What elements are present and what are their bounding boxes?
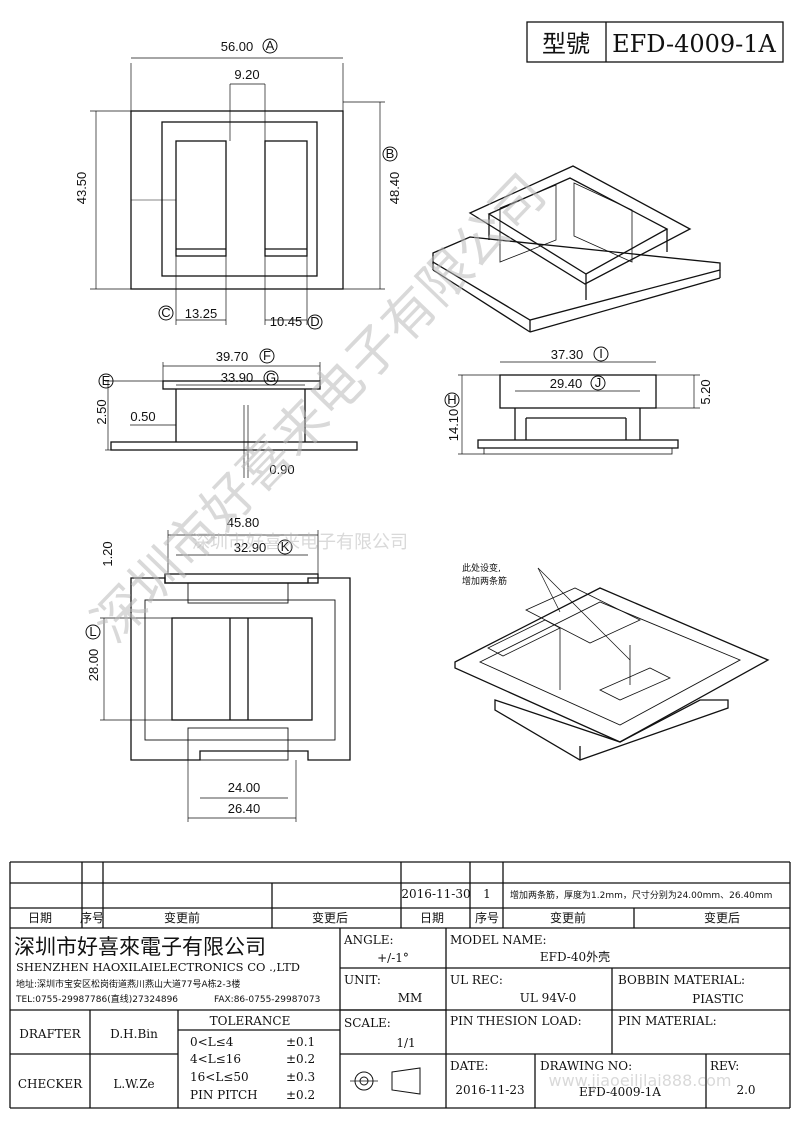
angle-value: +/-1°: [377, 951, 409, 965]
hdr-date-2: 日期: [420, 911, 444, 925]
dim-10: 10.45: [270, 314, 303, 329]
drafter-label: DRAFTER: [19, 1027, 81, 1041]
scale-label: SCALE:: [344, 1016, 391, 1030]
dim-26: 26.40: [228, 801, 261, 816]
hdr-no-1: 序号: [80, 910, 104, 925]
dim-9: 9.20: [234, 67, 259, 82]
mark-b: B: [386, 146, 395, 161]
company-address: 地址:深圳市宝安区松岗街道燕川燕山大道77号A栋2-3楼: [16, 978, 240, 990]
iso-note-line1: 此处设变,: [462, 562, 501, 574]
rev-value: 2.0: [736, 1083, 755, 1097]
dim-2: 2.50: [94, 399, 109, 424]
dim-37: 37.30: [551, 347, 584, 362]
hdr-no-2: 序号: [475, 910, 499, 925]
dim-09: 0.90: [269, 462, 294, 477]
tol-range-0: 0<L≤4: [190, 1035, 234, 1049]
watermark-center: 深圳市好喜来电子有限公司: [192, 532, 408, 553]
hdr-date-1: 日期: [28, 911, 52, 925]
company-name-cn: 深圳市好喜來電子有限公司: [14, 935, 266, 959]
mark-c: C: [161, 305, 170, 320]
mark-j: J: [595, 375, 602, 390]
rev-change: 增加两条筋，厚度为1.2mm，尺寸分别为24.00mm、26.40mm: [510, 889, 772, 901]
mark-l: L: [89, 624, 96, 639]
ul-rec-value: UL 94V-0: [520, 991, 576, 1005]
unit-label: UNIT:: [344, 973, 381, 987]
unit-value: MM: [398, 991, 423, 1005]
rev-no: 1: [483, 887, 491, 901]
dim-1: 1.20: [100, 541, 115, 566]
iso-view-top: [432, 165, 721, 333]
pin-material-label: PIN MATERIAL:: [618, 1014, 717, 1028]
dim-48: 48.40: [387, 172, 402, 205]
mark-f: F: [263, 348, 271, 363]
dim-28: 28.00: [86, 649, 101, 682]
tolerance-label: TOLERANCE: [210, 1014, 291, 1028]
end-view: [458, 361, 700, 455]
tol-value-1: ±0.2: [286, 1052, 315, 1066]
drawing-no-value: EFD-4009-1A: [579, 1085, 661, 1099]
rev-label: REV:: [710, 1059, 739, 1073]
hdr-after-2: 变更后: [704, 910, 740, 925]
checker-label: CHECKER: [18, 1077, 83, 1091]
tol-value-2: ±0.3: [286, 1070, 315, 1084]
mark-g: G: [266, 370, 276, 385]
dim-14: 14.10: [446, 409, 461, 442]
watermark-bottom: www.jiaoeiljlai888.com: [548, 1071, 731, 1090]
mark-i: I: [599, 346, 603, 361]
model-label: 型號: [542, 30, 590, 58]
mark-h: H: [447, 392, 456, 407]
model-name-label: MODEL NAME:: [450, 933, 547, 947]
iso-view-bottom: [454, 567, 770, 761]
model-value: EFD-4009-1A: [612, 30, 776, 58]
bobbin-label: BOBBIN MATERIAL:: [618, 973, 745, 987]
revision-table-lines: [9, 861, 791, 1109]
dim-13: 13.25: [185, 306, 218, 321]
dim-24: 24.00: [228, 780, 261, 795]
ul-rec-label: UL REC:: [450, 973, 503, 987]
date-label: DATE:: [450, 1059, 488, 1073]
hdr-after-1: 变更后: [312, 910, 348, 925]
title-block-frame: [526, 21, 784, 63]
scale-value: 1/1: [396, 1036, 415, 1050]
mark-k: K: [281, 539, 290, 554]
pin-tension-label: PIN THESION LOAD:: [450, 1014, 582, 1028]
angle-label: ANGLE:: [343, 933, 394, 947]
dim-33: 33.90: [221, 370, 254, 385]
mark-a: A: [266, 38, 275, 53]
date-value: 2016-11-23: [455, 1083, 524, 1097]
top-view: [90, 57, 385, 325]
hdr-before-1: 变更前: [164, 910, 200, 925]
side-view: [105, 362, 358, 478]
bottom-view: [100, 530, 351, 822]
company-fax: FAX:86-0755-29987073: [214, 995, 320, 1005]
hdr-before-2: 变更前: [550, 910, 586, 925]
dim-29: 29.40: [550, 376, 583, 391]
mark-e: E: [102, 373, 111, 388]
dim-43: 43.50: [74, 172, 89, 205]
drawing-no-label: DRAWING NO:: [540, 1059, 632, 1073]
dim-45: 45.80: [227, 515, 260, 530]
tol-range-2: 16<L≤50: [190, 1070, 249, 1084]
dim-05: 0.50: [130, 409, 155, 424]
iso-note-line2: 增加两条筋: [462, 575, 507, 587]
tol-value-3: ±0.2: [286, 1088, 315, 1102]
company-name-en: SHENZHEN HAOXILAIELECTRONICS CO .,LTD: [16, 960, 300, 974]
dim-5: 5.20: [698, 379, 713, 404]
company-tel: TEL:0755-29987786(直线)27324896: [15, 993, 178, 1005]
tol-value-0: ±0.1: [286, 1035, 315, 1049]
dim-56: 56.00: [221, 39, 254, 54]
rev-date: 2016-11-30: [401, 887, 470, 901]
drafter-value: D.H.Bin: [110, 1027, 158, 1041]
tol-range-3: PIN PITCH: [190, 1088, 258, 1102]
checker-value: L.W.Ze: [113, 1077, 154, 1091]
model-name-value: EFD-40外壳: [540, 950, 610, 964]
bobbin-value: PIASTIC: [692, 992, 744, 1006]
dim-32: 32.90: [234, 540, 267, 555]
dim-39: 39.70: [216, 349, 249, 364]
mark-d: D: [310, 314, 319, 329]
tol-range-1: 4<L≤16: [190, 1052, 241, 1066]
